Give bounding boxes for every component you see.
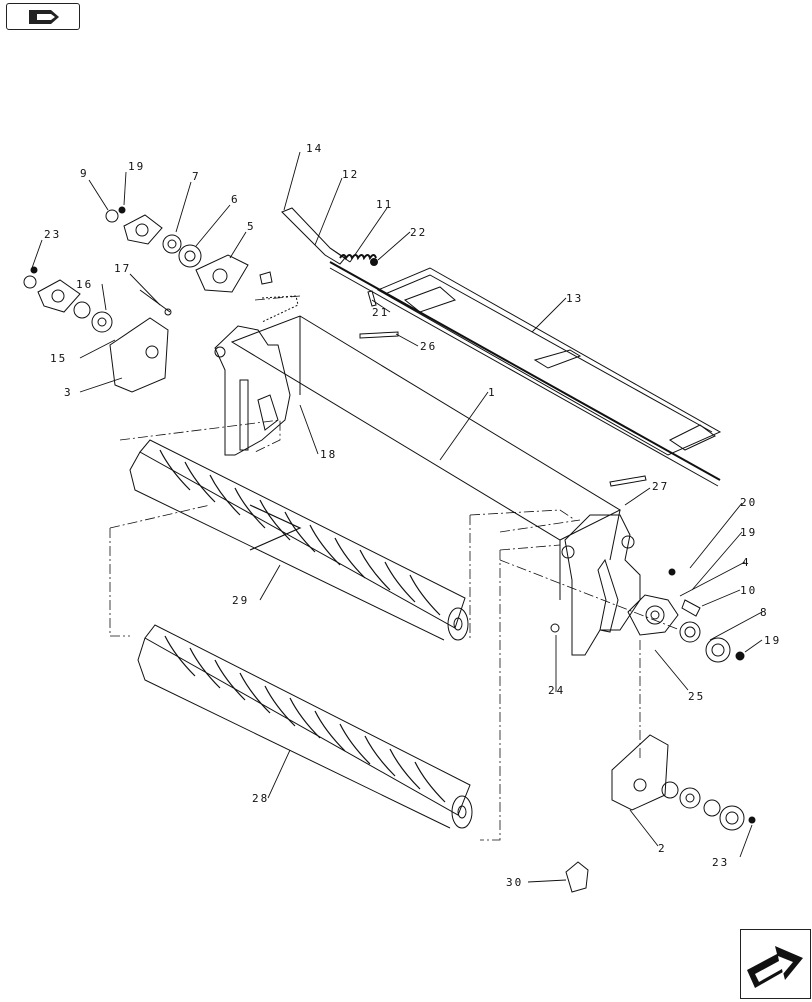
left-side-plate xyxy=(214,295,299,456)
callout-5: 5 xyxy=(247,220,256,233)
lower-right-bracket xyxy=(611,734,756,831)
callout-27: 27 xyxy=(652,480,669,493)
callout-24: 24 xyxy=(548,684,565,697)
callout-1: 1 xyxy=(488,386,497,399)
callout-19-right-upper: 19 xyxy=(740,526,757,539)
callout-2: 2 xyxy=(658,842,667,855)
callout-9: 9 xyxy=(80,167,89,180)
bearing-housing-right xyxy=(627,568,745,663)
left-hardware-upper xyxy=(105,206,273,293)
lever-handle xyxy=(281,207,351,265)
callout-21: 21 xyxy=(372,306,389,319)
callout-3: 3 xyxy=(64,386,73,399)
right-side-plate xyxy=(561,514,641,656)
fitting-part xyxy=(565,861,589,893)
callout-7: 7 xyxy=(192,170,201,183)
auger-roll-upper xyxy=(129,439,469,641)
callout-4: 4 xyxy=(742,556,751,569)
rail-assembly xyxy=(329,261,722,487)
callout-18: 18 xyxy=(320,448,337,461)
auger-roll-lower xyxy=(137,624,473,829)
callout-11: 11 xyxy=(376,198,393,211)
callout-26: 26 xyxy=(420,340,437,353)
callout-29: 29 xyxy=(232,594,249,607)
callout-13: 13 xyxy=(566,292,583,305)
callout-25: 25 xyxy=(688,690,705,703)
callout-labels: 9 19 7 6 5 23 17 16 15 3 14 12 11 22 21 … xyxy=(44,142,781,889)
page-forward-arrow-icon xyxy=(747,946,803,988)
next-page-button[interactable] xyxy=(740,929,811,999)
callout-16: 16 xyxy=(76,278,93,291)
callout-12: 12 xyxy=(342,168,359,181)
leader-lines xyxy=(31,151,763,883)
callout-8: 8 xyxy=(760,606,769,619)
callout-23-bottom: 23 xyxy=(712,856,729,869)
previous-page-button[interactable] xyxy=(6,3,80,30)
callout-14: 14 xyxy=(306,142,323,155)
spring xyxy=(339,254,377,261)
callout-22: 22 xyxy=(410,226,427,239)
left-hardware-lower xyxy=(23,266,172,393)
callout-6: 6 xyxy=(231,193,240,206)
callout-19-top: 19 xyxy=(128,160,145,173)
deflector-plate xyxy=(230,315,622,600)
assembly-lines xyxy=(109,295,681,841)
callout-23-top: 23 xyxy=(44,228,61,241)
callout-17: 17 xyxy=(114,262,131,275)
callout-20: 20 xyxy=(740,496,757,509)
page-back-arrow-icon xyxy=(29,10,59,24)
callout-28: 28 xyxy=(252,792,269,805)
callout-30: 30 xyxy=(506,876,523,889)
callout-19-right-lower: 19 xyxy=(764,634,781,647)
callout-15: 15 xyxy=(50,352,67,365)
callout-10: 10 xyxy=(740,584,757,597)
